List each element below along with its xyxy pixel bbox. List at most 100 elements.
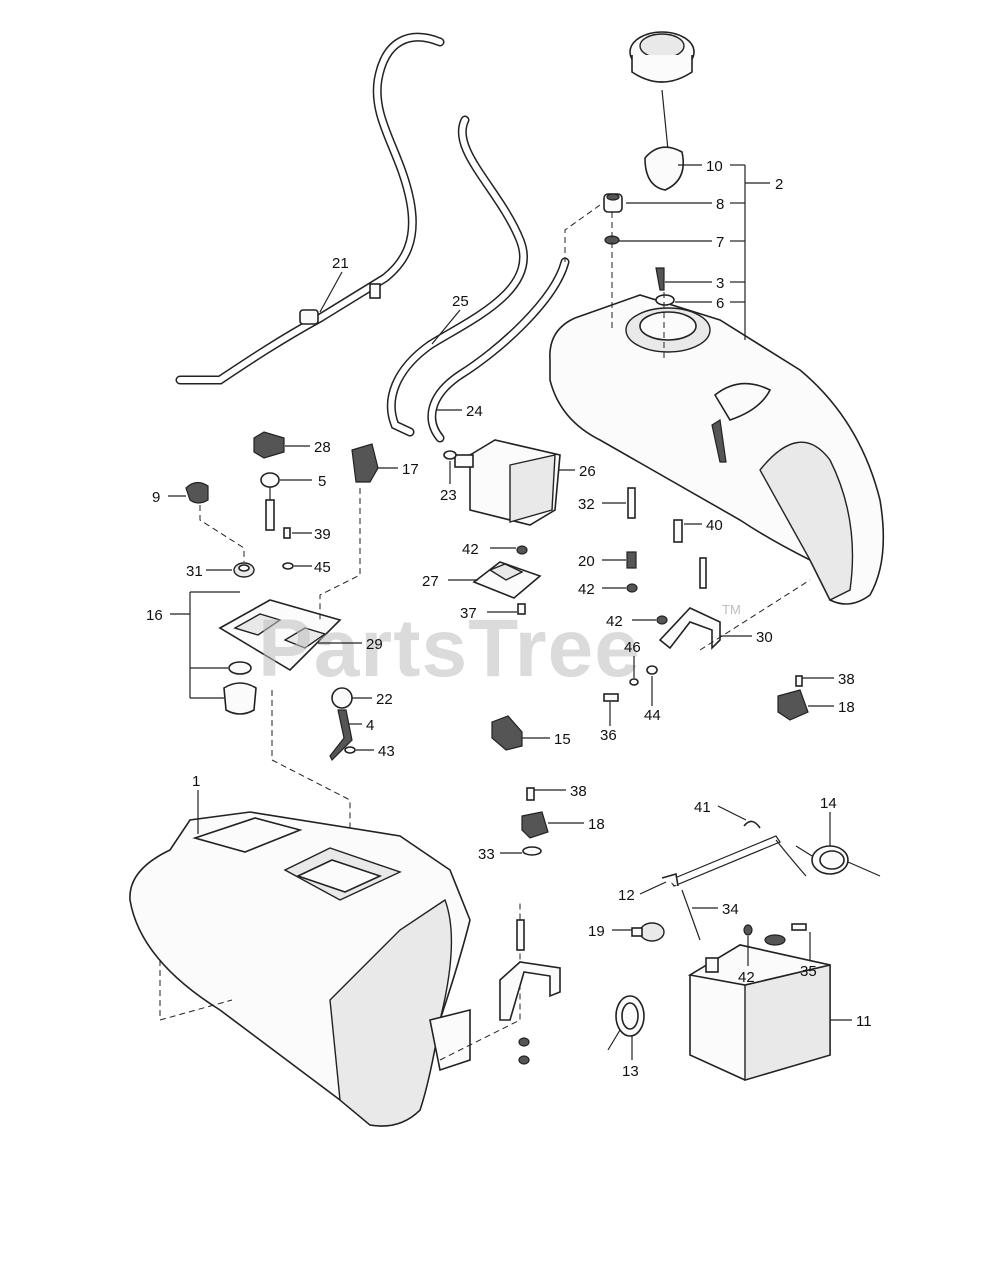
callout-38-a[interactable]: 38 — [838, 671, 855, 688]
fuel-tank-part-2[interactable] — [549, 294, 885, 605]
washer-part-6[interactable] — [655, 294, 675, 306]
relay-part-15[interactable] — [491, 715, 523, 751]
hose-part-21[interactable] — [175, 32, 445, 385]
bolt-part-35[interactable] — [791, 923, 807, 931]
cable-part-13[interactable] — [607, 995, 645, 1051]
cable-part-14[interactable] — [795, 845, 881, 877]
callout-11[interactable]: 11 — [856, 1013, 872, 1030]
washer-part-46[interactable] — [629, 678, 639, 686]
callout-39[interactable]: 39 — [314, 526, 331, 543]
relay-part-18a[interactable] — [777, 689, 809, 721]
callout-42-d[interactable]: 42 — [738, 969, 755, 986]
switch-part-16[interactable] — [223, 661, 257, 715]
screw-part-38a[interactable] — [795, 675, 803, 687]
hose-part-25[interactable] — [386, 115, 528, 437]
bracket-part-lower[interactable] — [499, 919, 561, 1065]
nut-part-42a[interactable] — [516, 545, 528, 555]
callout-28[interactable]: 28 — [314, 439, 331, 456]
callout-42-b[interactable]: 42 — [578, 581, 595, 598]
hose-part-24[interactable] — [427, 257, 570, 443]
callout-2[interactable]: 2 — [775, 176, 783, 193]
callout-42-c[interactable]: 42 — [606, 613, 623, 630]
fuel-filter-part-26[interactable] — [454, 439, 561, 526]
cable-part-41[interactable] — [669, 820, 807, 887]
callout-6[interactable]: 6 — [716, 295, 724, 312]
callout-31[interactable]: 31 — [186, 563, 203, 580]
callout-41[interactable]: 41 — [694, 799, 711, 816]
callout-45[interactable]: 45 — [314, 559, 331, 576]
callout-18-b[interactable]: 18 — [588, 816, 605, 833]
callout-8[interactable]: 8 — [716, 196, 724, 213]
nut-part-43[interactable] — [344, 746, 356, 754]
callout-44[interactable]: 44 — [644, 707, 661, 724]
callout-40[interactable]: 40 — [706, 517, 723, 534]
callout-37[interactable]: 37 — [460, 605, 477, 622]
strap-part-34[interactable] — [681, 889, 701, 941]
callout-34[interactable]: 34 — [722, 901, 739, 918]
callout-7[interactable]: 7 — [716, 234, 724, 251]
nut-part-31[interactable] — [233, 562, 255, 578]
callout-17[interactable]: 17 — [402, 461, 419, 478]
battery-part-11[interactable] — [687, 934, 831, 1081]
callout-9[interactable]: 9 — [152, 489, 160, 506]
nut-part-42d[interactable] — [743, 924, 753, 936]
callout-30[interactable]: 30 — [756, 629, 773, 646]
callout-32[interactable]: 32 — [578, 496, 595, 513]
callout-27[interactable]: 27 — [422, 573, 439, 590]
callout-12[interactable]: 12 — [618, 887, 635, 904]
callout-13[interactable]: 13 — [622, 1063, 639, 1080]
callout-36[interactable]: 36 — [600, 727, 617, 744]
cap-part-19[interactable] — [631, 922, 665, 942]
callout-22[interactable]: 22 — [376, 691, 393, 708]
callout-43[interactable]: 43 — [378, 743, 395, 760]
knob-part-5[interactable] — [260, 472, 280, 531]
callout-19[interactable]: 19 — [588, 923, 605, 940]
spring-part-20[interactable] — [626, 551, 637, 569]
callout-21[interactable]: 21 — [332, 255, 349, 272]
callout-18-a[interactable]: 18 — [838, 699, 855, 716]
pin-part-tank[interactable] — [699, 557, 707, 589]
nut-part-45[interactable] — [282, 562, 294, 570]
lever-part-4[interactable] — [329, 709, 353, 762]
callout-25[interactable]: 25 — [452, 293, 469, 310]
clamp-part-23[interactable] — [443, 450, 457, 460]
callout-38-b[interactable]: 38 — [570, 783, 587, 800]
callout-16[interactable]: 16 — [146, 607, 163, 624]
callout-23[interactable]: 23 — [440, 487, 457, 504]
callout-4[interactable]: 4 — [366, 717, 374, 734]
switch-part-28[interactable] — [253, 431, 285, 459]
nut-part-42c[interactable] — [656, 615, 668, 625]
pin-part-32[interactable] — [627, 487, 636, 519]
cable-part-12[interactable] — [661, 872, 679, 887]
fitting-part-8[interactable] — [603, 193, 623, 213]
bracket-part-33[interactable] — [522, 846, 542, 856]
relay-part-18b[interactable] — [521, 811, 549, 839]
screw-part-38b[interactable] — [526, 787, 535, 801]
callout-3[interactable]: 3 — [716, 275, 724, 292]
bolt-part-40[interactable] — [673, 519, 683, 543]
bolt-part-36[interactable] — [603, 693, 619, 702]
bracket-part-30[interactable] — [658, 607, 721, 650]
mount-part-27[interactable] — [472, 561, 542, 599]
key-part-9[interactable] — [185, 481, 209, 504]
fuel-cap-part-10[interactable] — [629, 31, 695, 191]
callout-5[interactable]: 5 — [318, 473, 326, 490]
screw-part-37[interactable] — [517, 603, 526, 615]
callout-42-a[interactable]: 42 — [462, 541, 479, 558]
callout-35[interactable]: 35 — [800, 963, 817, 980]
callout-24[interactable]: 24 — [466, 403, 483, 420]
callout-20[interactable]: 20 — [578, 553, 595, 570]
nut-part-42b[interactable] — [626, 583, 638, 593]
sender-part-3[interactable] — [655, 267, 665, 291]
washer-part-44[interactable] — [646, 665, 658, 675]
callout-46[interactable]: 46 — [624, 639, 641, 656]
panel-part-29[interactable] — [218, 599, 342, 672]
screw-part-39[interactable] — [283, 527, 291, 539]
callout-26[interactable]: 26 — [579, 463, 596, 480]
callout-15[interactable]: 15 — [554, 731, 571, 748]
callout-14[interactable]: 14 — [820, 795, 837, 812]
callout-1[interactable]: 1 — [192, 773, 200, 790]
callout-10[interactable]: 10 — [706, 158, 723, 175]
switch-part-17[interactable] — [351, 443, 379, 483]
callout-29[interactable]: 29 — [366, 636, 383, 653]
